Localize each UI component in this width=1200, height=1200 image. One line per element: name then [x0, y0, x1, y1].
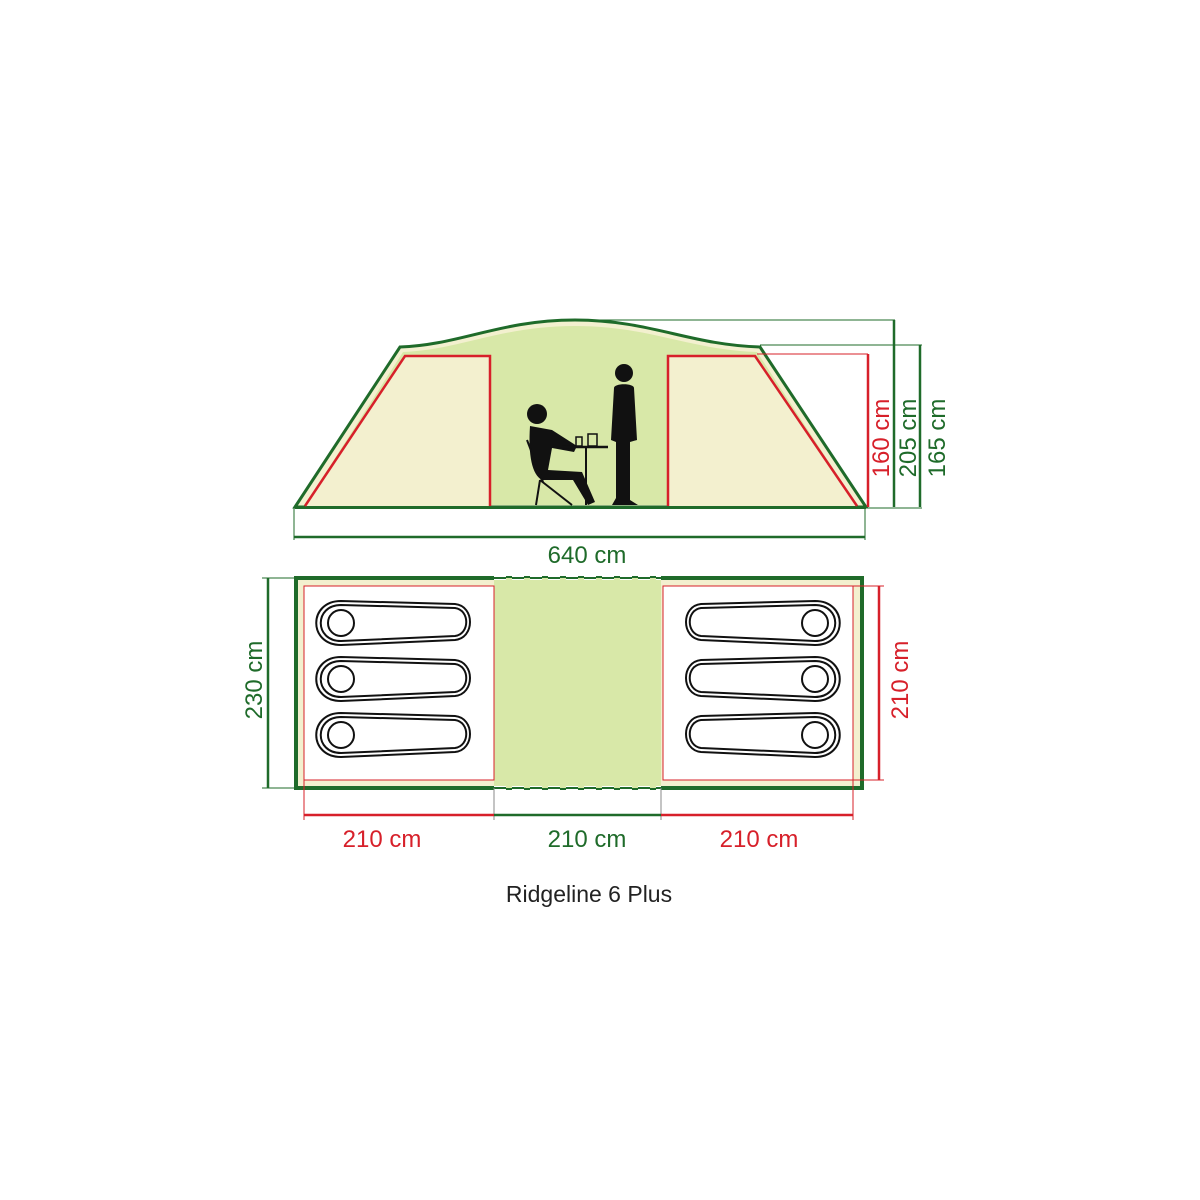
center-area-length-label: 210 cm: [548, 826, 627, 853]
left-sleeping-bags: [315, 599, 471, 759]
living-area-floor: [494, 578, 661, 788]
side-view: 160 cm 205 cm 165 cm 640 cm: [292, 318, 951, 569]
floor-plan: 230 cm 210 cm 210 cm 210 cm 210 cm: [241, 576, 914, 853]
width-dimension: [262, 577, 296, 789]
right-bedroom-side: [666, 354, 859, 507]
seated-person-icon: [526, 404, 595, 506]
product-name: Ridgeline 6 Plus: [506, 881, 672, 907]
center-height-label: 205 cm: [895, 399, 922, 478]
bedroom-height-label: 160 cm: [868, 399, 895, 478]
sleeping-bag-icon: [315, 599, 471, 647]
bedroom-depth-dimension: [853, 585, 884, 781]
standing-person-icon: [611, 364, 638, 505]
eave-height-label: 165 cm: [924, 399, 951, 478]
height-dimensions: [600, 319, 922, 509]
left-bedroom-length-label: 210 cm: [343, 826, 422, 853]
bedroom-depth-label: 210 cm: [887, 641, 914, 720]
sleeping-bag-icon: [315, 711, 471, 759]
right-sleeping-bags: [685, 599, 841, 759]
sleeping-bag-icon: [685, 599, 841, 647]
sleeping-bag-icon: [685, 711, 841, 759]
sleeping-bag-icon: [315, 655, 471, 703]
section-length-dimensions: [303, 780, 854, 820]
table-with-cups-icon: [562, 433, 608, 505]
length-dimension: [293, 508, 866, 540]
width-label: 230 cm: [241, 641, 268, 720]
right-bedroom-length-label: 210 cm: [720, 826, 799, 853]
sleeping-bag-icon: [685, 655, 841, 703]
length-label: 640 cm: [548, 542, 627, 569]
left-bedroom-side: [303, 354, 492, 507]
